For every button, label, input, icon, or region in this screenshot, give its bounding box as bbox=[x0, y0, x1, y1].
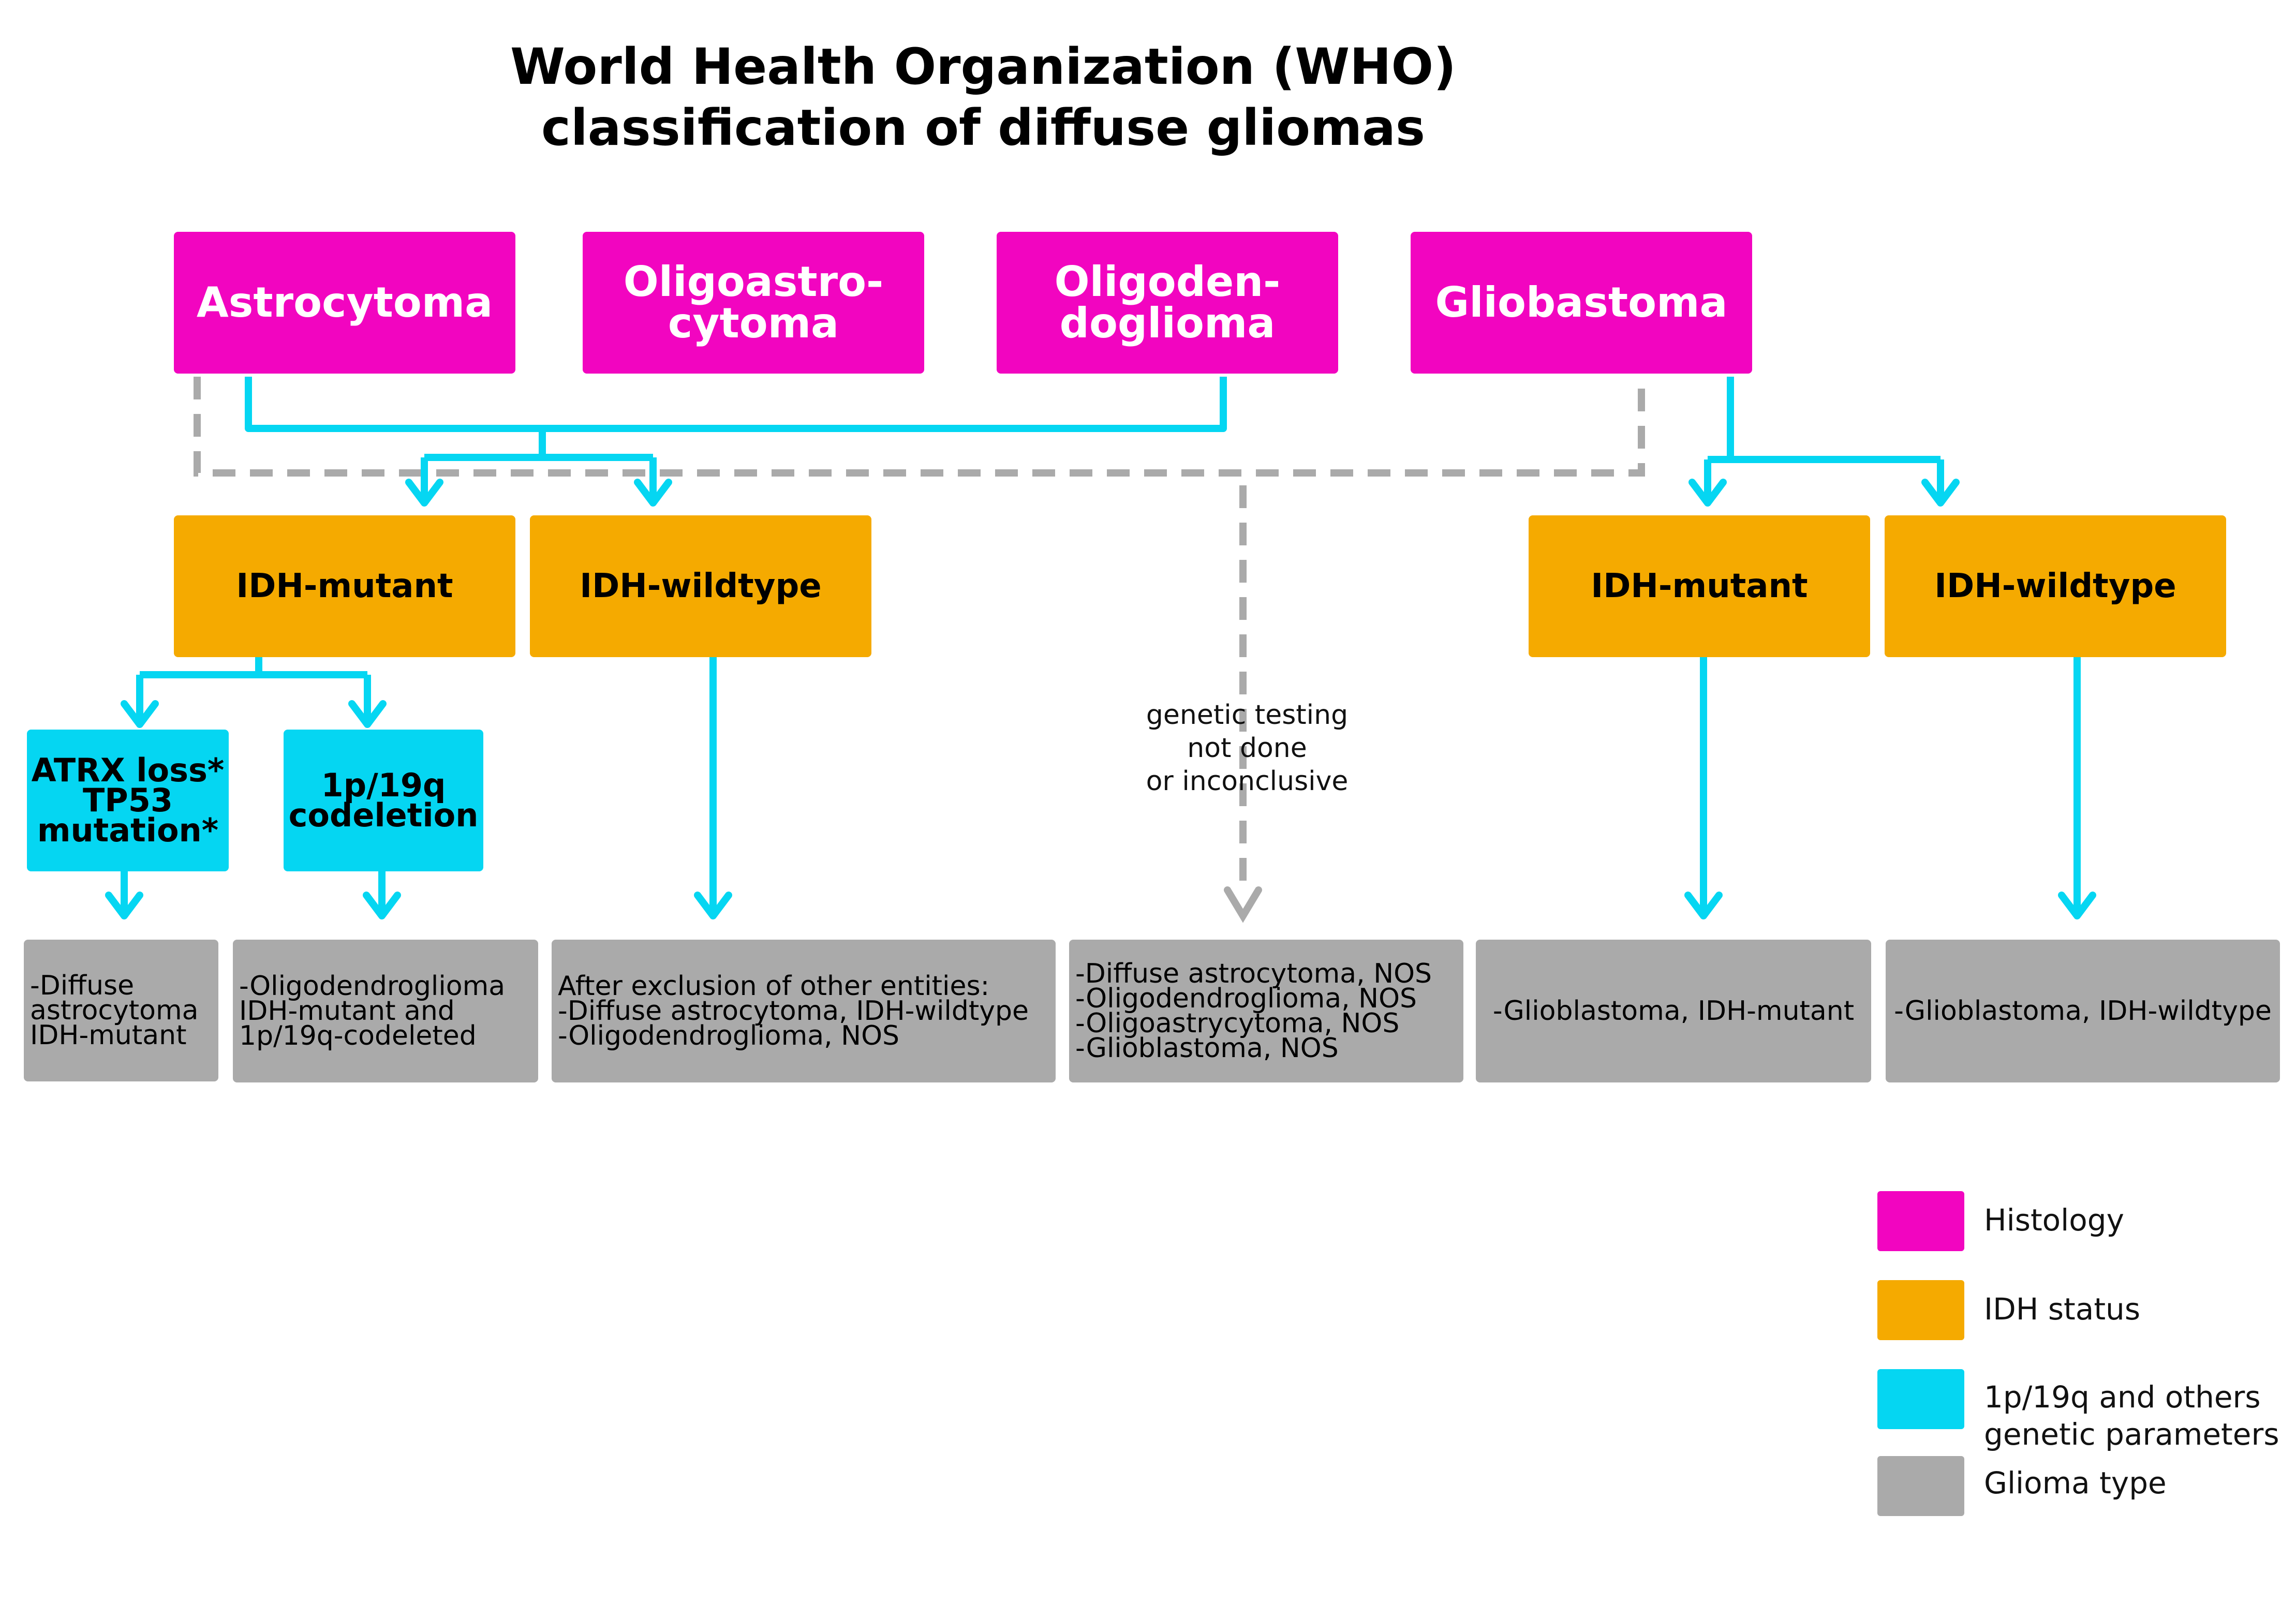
histology-oligoastrocytoma: Oligoastro- cytoma bbox=[583, 232, 924, 374]
histology-glioblastoma-label: Gliobastoma bbox=[1435, 278, 1728, 326]
legend-swatch-genetic bbox=[1877, 1369, 1964, 1429]
histology-astrocytoma: Astrocytoma bbox=[174, 232, 515, 374]
histology-oligodendroglioma-label: Oligoden- doglioma bbox=[1054, 258, 1281, 347]
type-glioblastoma-idh-mutant-label: -Glioblastoma, IDH-mutant bbox=[1492, 996, 1855, 1027]
dashed-connector bbox=[194, 377, 1645, 890]
histology-oligodendroglioma: Oligoden- doglioma bbox=[997, 232, 1338, 374]
legend-swatch-idh-status bbox=[1877, 1280, 1964, 1340]
cyan-arrowheads bbox=[105, 479, 2096, 919]
legend-label-histology: Histology bbox=[1984, 1203, 2124, 1238]
idh-wildtype-left: IDH-wildtype bbox=[530, 515, 871, 657]
idh-mutant-left-label: IDH-mutant bbox=[236, 567, 453, 605]
genetic-testing-note: genetic testing not done or inconclusive bbox=[1146, 700, 1349, 797]
type-nos-label: -Diffuse astrocytoma, NOS -Oligodendrogl… bbox=[1075, 958, 1432, 1064]
idh-mutant-left: IDH-mutant bbox=[174, 515, 515, 657]
type-oligodendroglioma-codeleted-label: -Oligodendroglioma IDH-mutant and 1p/19q… bbox=[239, 971, 506, 1051]
histology-astrocytoma-label: Astrocytoma bbox=[196, 278, 493, 326]
cyan-connectors bbox=[121, 377, 2081, 916]
type-after-exclusion-label: After exclusion of other entities: -Diff… bbox=[558, 971, 1029, 1051]
histology-oligoastrocytoma-label: Oligoastro- cytoma bbox=[623, 258, 884, 347]
dashed-arrowhead bbox=[1224, 886, 1262, 923]
genetic-atrx-tp53: ATRX loss* TP53 mutation* bbox=[27, 730, 229, 871]
histology-glioblastoma: Gliobastoma bbox=[1411, 232, 1752, 374]
legend-label-idh-status: IDH status bbox=[1984, 1292, 2141, 1327]
type-glioblastoma-idh-mutant: -Glioblastoma, IDH-mutant bbox=[1476, 940, 1871, 1082]
genetic-atrx-tp53-label: ATRX loss* TP53 mutation* bbox=[31, 751, 225, 849]
idh-mutant-right: IDH-mutant bbox=[1529, 515, 1870, 657]
legend-swatch-histology bbox=[1877, 1191, 1964, 1251]
genetic-1p19q-codeletion-label: 1p/19q codeletion bbox=[288, 766, 479, 834]
idh-mutant-right-label: IDH-mutant bbox=[1591, 567, 1808, 605]
type-nos: -Diffuse astrocytoma, NOS -Oligodendrogl… bbox=[1069, 940, 1463, 1082]
idh-wildtype-left-label: IDH-wildtype bbox=[580, 567, 822, 605]
legend-swatch-glioma-type bbox=[1877, 1456, 1964, 1516]
legend-label-glioma-type: Glioma type bbox=[1984, 1465, 2167, 1501]
genetic-1p19q-codeletion: 1p/19q codeletion bbox=[284, 730, 483, 871]
type-oligodendroglioma-codeleted: -Oligodendroglioma IDH-mutant and 1p/19q… bbox=[233, 940, 538, 1082]
idh-wildtype-right: IDH-wildtype bbox=[1885, 515, 2226, 657]
type-diffuse-astrocytoma-label: -Diffuse astrocytoma IDH-mutant bbox=[30, 970, 199, 1051]
type-diffuse-astrocytoma: -Diffuse astrocytoma IDH-mutant bbox=[24, 940, 218, 1081]
type-after-exclusion: After exclusion of other entities: -Diff… bbox=[552, 940, 1056, 1082]
legend-label-genetic: 1p/19q and others genetic parameters bbox=[1984, 1379, 2279, 1452]
type-glioblastoma-idh-wildtype-label: -Glioblastoma, IDH-wildtype bbox=[1894, 996, 2272, 1027]
page-title: World Health Organization (WHO) classifi… bbox=[510, 38, 1457, 157]
type-glioblastoma-idh-wildtype: -Glioblastoma, IDH-wildtype bbox=[1886, 940, 2280, 1082]
idh-wildtype-right-label: IDH-wildtype bbox=[1934, 567, 2176, 605]
